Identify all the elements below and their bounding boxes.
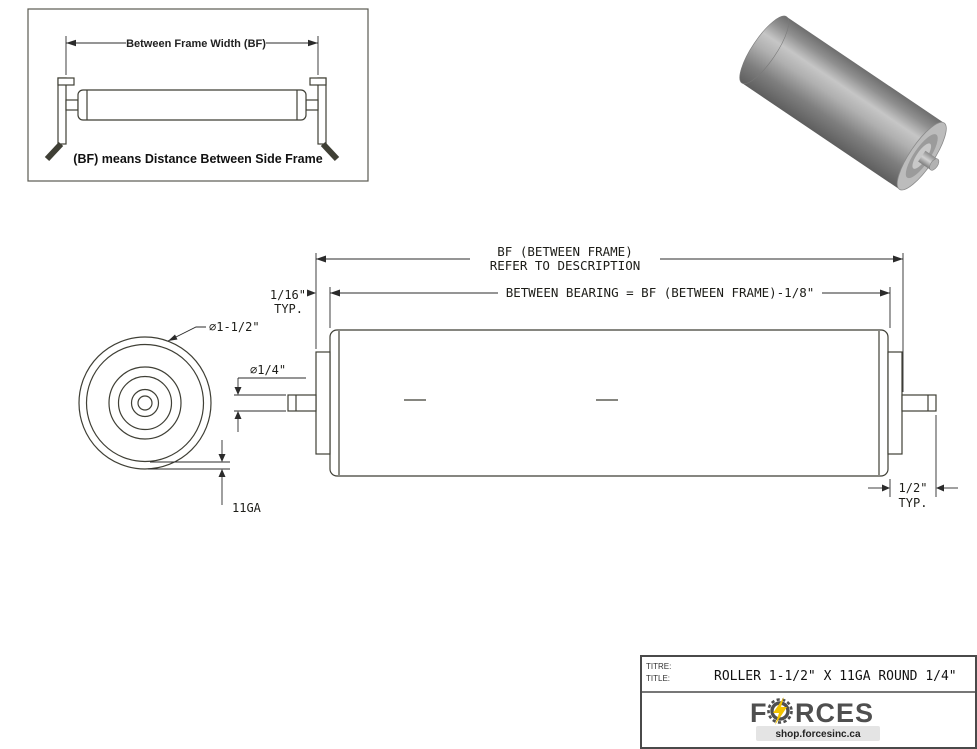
brand-text-right: RCES [795, 698, 874, 728]
frame-gap-dimension: 1/16" TYP. [270, 288, 316, 316]
right-bearing [887, 351, 903, 455]
bf-dimension: BF (BETWEEN FRAME) REFER TO DESCRIPTION [315, 244, 904, 392]
roller-body [329, 329, 889, 477]
title-block: TITRE: TITLE: ROLLER 1-1/2" X 11GA ROUND… [640, 655, 977, 749]
right-side-frame [309, 77, 340, 162]
roller-3d-body [741, 16, 945, 190]
between-bearing-dimension: BETWEEN BEARING = BF (BETWEEN FRAME)-1/8… [329, 283, 891, 328]
bf-dim-label-line1: BF (BETWEEN FRAME) [497, 244, 632, 259]
inset-arrow-right [308, 39, 318, 47]
between-bearing-label: BETWEEN BEARING = BF (BETWEEN FRAME)-1/8… [506, 285, 815, 300]
gauge-label: 11GA [232, 501, 262, 515]
inset-arrow-left [66, 39, 76, 47]
roller-diameter-callout: ⌀1-1/2" [167, 320, 260, 342]
inset-roller [65, 89, 319, 121]
roller-3d-far-cap [739, 15, 790, 85]
titre-label: TITRE: [646, 662, 671, 671]
lightning-bolt-icon [773, 697, 787, 725]
roller-3d-shaft-tip [929, 158, 940, 171]
right-shaft [901, 394, 937, 412]
inset-caption: (BF) means Distance Between Side Frame [73, 152, 322, 166]
roller-3d-render [739, 15, 947, 191]
left-shaft [287, 394, 317, 412]
brand-url: shop.forcesinc.ca [775, 729, 860, 740]
title-block-border [640, 655, 977, 749]
bf-legend-inset: Between Frame Width (BF) (BF) means Dist… [27, 8, 369, 182]
axle-diameter-label: ⌀1/4" [250, 363, 286, 377]
shaft-extension-dimension: 1/2" TYP. [868, 415, 958, 510]
roller-end-view [78, 336, 212, 470]
gauge-dimension: 11GA [148, 440, 262, 515]
left-bearing [315, 351, 331, 455]
shaft-ext-label: 1/2" [899, 481, 928, 495]
gap-typ-label: TYP. [274, 302, 303, 316]
inset-dim-label: Between Frame Width (BF) [126, 38, 266, 50]
roller-side-view [287, 329, 937, 477]
gap-dim-label: 1/16" [270, 288, 306, 302]
drawing-title: ROLLER 1-1/2" X 11GA ROUND 1/4" [714, 669, 957, 684]
inset-border [27, 8, 369, 182]
bf-dim-label-line2: REFER TO DESCRIPTION [490, 258, 641, 273]
shaft-ext-typ-label: TYP. [899, 496, 928, 510]
brand-url-bg [756, 726, 880, 741]
roller-diameter-label: ⌀1-1/2" [209, 320, 260, 334]
title-label: TITLE: [646, 674, 670, 683]
axle-diameter-dimension: ⌀1/4" [234, 363, 306, 432]
gear-icon [767, 697, 793, 725]
left-side-frame [44, 77, 75, 162]
forces-logo: F RCES shop.forcesinc.ca [750, 697, 880, 741]
brand-text-left: F [750, 698, 768, 728]
